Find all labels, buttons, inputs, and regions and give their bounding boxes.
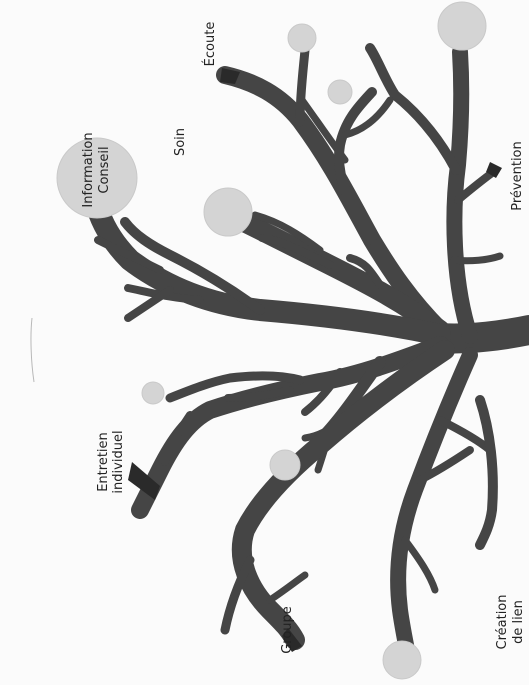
faint-pen-mark <box>31 318 34 382</box>
branch-groupe-twig2 <box>270 575 305 600</box>
label-ecoute: Écoute <box>202 22 218 67</box>
label-de-lien: de lien <box>511 600 526 644</box>
bubble-top-right <box>438 2 486 50</box>
bubble-ecoute-small <box>288 24 316 52</box>
label-soin: Soin <box>173 128 188 156</box>
trunk <box>440 330 529 338</box>
branch-creation <box>398 355 470 655</box>
label-information: Information <box>81 132 96 207</box>
label-individuel: individuel <box>111 430 126 493</box>
label-creation: Création <box>495 594 510 649</box>
bubble-bottom <box>383 641 421 679</box>
label-groupe: Groupe <box>280 606 295 654</box>
branch-creation-twig4 <box>480 400 493 545</box>
bubble-middle <box>270 450 300 480</box>
label-entretien: Entretien <box>96 432 111 492</box>
branch-ecoute <box>225 75 440 330</box>
branch-tips <box>90 68 502 664</box>
bubble-ecoute-tiny <box>328 80 352 104</box>
label-conseil: Conseil <box>97 146 112 193</box>
branch-ecoute-twig1 <box>300 50 305 122</box>
branch-creation-twig3 <box>405 540 435 590</box>
label-prevention: Prévention <box>510 141 525 211</box>
bubble-soin <box>204 188 252 236</box>
tree-branches <box>95 48 529 655</box>
bubble-left-small <box>142 382 164 404</box>
